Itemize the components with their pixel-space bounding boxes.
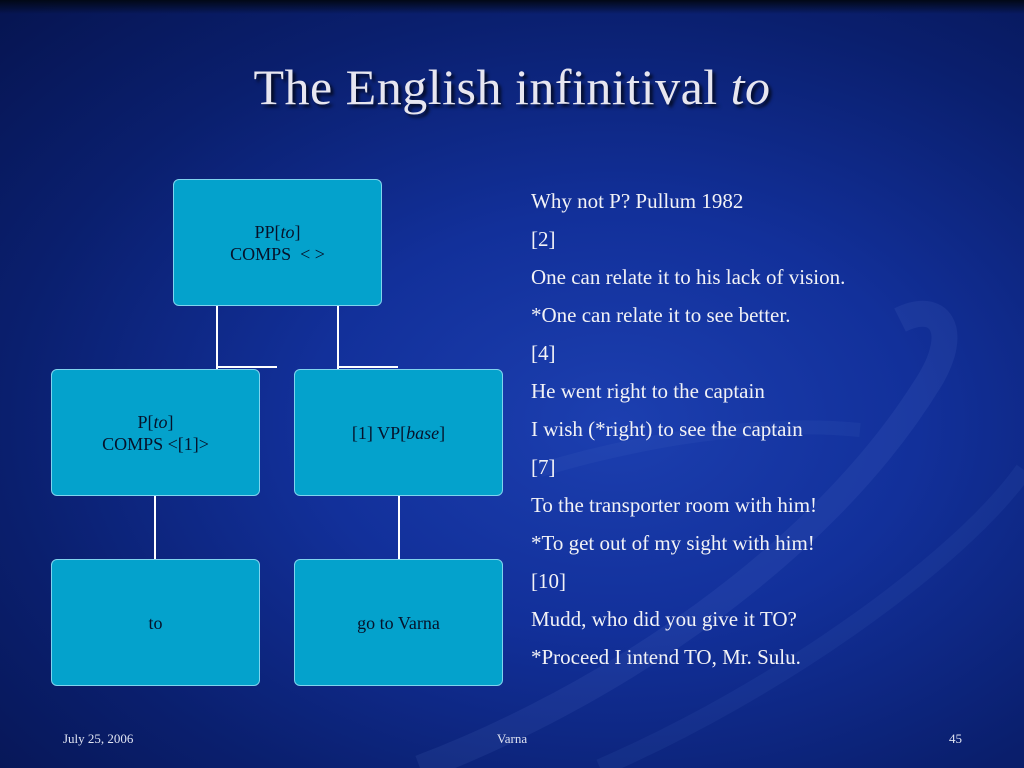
node-label-line1: PP[to] [254,221,300,243]
footer-date: July 25, 2006 [63,731,134,746]
node-text: PP[ [254,221,281,242]
list-item: *Proceed I intend TO, Mr. Sulu. [531,645,801,669]
footer-location: Varna [496,731,528,746]
node-italic-text: to [153,411,168,432]
node-text: [1] VP[ [351,422,407,443]
list-item: Why not P? Pullum 1982 [531,189,744,213]
list-item: I wish (*right) to see the captain [531,417,803,441]
list-item: Mudd, who did you give it TO? [531,607,797,631]
list-item: He went right to the captain [531,379,765,403]
footer-page-number: 45 [949,731,962,746]
tree-node-vp-base: [1] VP[base] [294,369,503,496]
list-item: [4] [531,341,556,365]
node-italic-text: base [406,422,440,443]
node-italic-text: to [280,221,295,242]
list-item: [7] [531,455,556,479]
node-label-line2: COMPS < > [230,243,325,264]
node-label-line1: [1] VP[base] [352,422,445,444]
leaf-label: go to Varna [357,612,440,633]
slide-title: The English infinitival to [0,58,1024,116]
list-item: *To get out of my sight with him! [531,531,815,555]
node-text: ] [167,411,174,432]
example-list: Why not P? Pullum 1982 [2] One can relat… [531,182,1011,676]
slide-title-italic-word: to [730,59,771,115]
leaf-label: to [148,612,163,633]
list-item: [2] [531,227,556,251]
tree-leaf-go-to-varna: go to Varna [294,559,503,686]
tree-leaf-to: to [51,559,260,686]
tree-node-pp-to: PP[to] COMPS < > [173,179,382,306]
node-label-line2: COMPS <[1]> [102,433,209,454]
node-text: ] [294,221,301,242]
list-item: To the transporter room with him! [531,493,818,517]
tree-node-p-to: P[to] COMPS <[1]> [51,369,260,496]
top-dark-band [0,0,1024,14]
slide-title-text: The English infinitival [253,59,731,115]
list-item: [10] [531,569,566,593]
node-label-line1: P[to] [137,411,173,433]
node-text: ] [439,422,446,443]
node-text: P[ [137,411,154,432]
list-item: One can relate it to his lack of vision. [531,265,846,289]
list-item: *One can relate it to see better. [531,303,791,327]
